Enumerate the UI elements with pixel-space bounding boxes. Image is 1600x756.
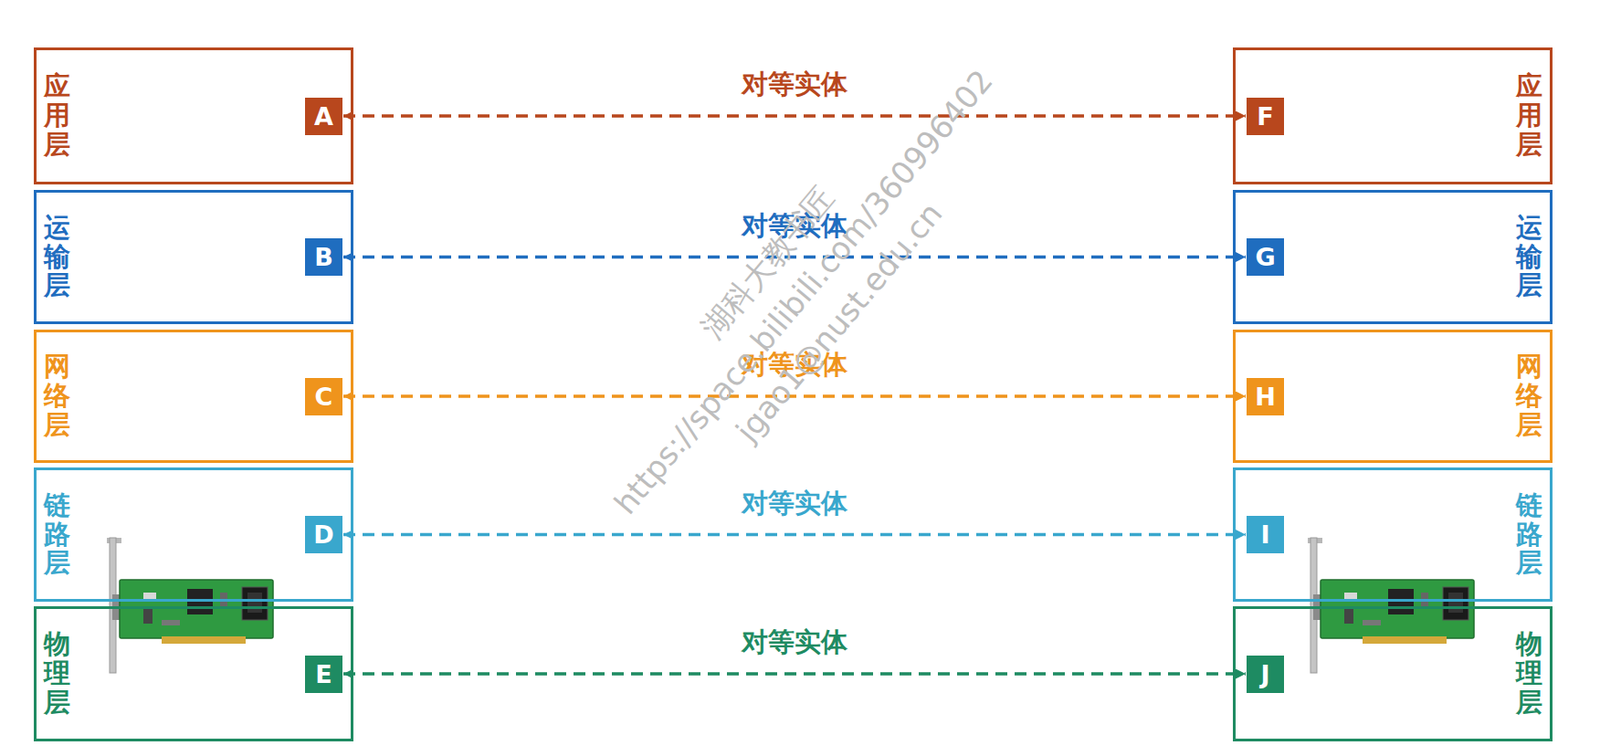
layer-name: 网络层 <box>1515 352 1543 441</box>
layer-box: 运输层 G <box>1232 189 1553 325</box>
layer-name: 运输层 <box>43 213 71 302</box>
entity-badge: A <box>305 97 343 136</box>
edge-label: 对等实体 <box>741 211 848 242</box>
entity-badge: G <box>1246 238 1285 276</box>
peer-connector <box>343 114 1246 118</box>
entity-letter: F <box>1256 104 1274 129</box>
edge-label: 对等实体 <box>741 350 848 380</box>
peer-connector <box>343 533 1246 537</box>
edge-label: 对等实体 <box>741 628 848 658</box>
layer-box: 物理层 E <box>33 606 354 742</box>
entity-letter: D <box>313 522 334 548</box>
layer-box: 应用层 A <box>33 47 354 185</box>
layer-name: 网络层 <box>43 352 71 441</box>
entity-letter: E <box>315 662 332 687</box>
peer-connector <box>343 255 1246 260</box>
watermark-text: 湖科大教书匠 <box>568 30 969 495</box>
edge-label: 对等实体 <box>741 70 848 100</box>
watermark: 湖科大教书匠https://space.bilibili.com/3609964… <box>568 30 1041 556</box>
layer-name: 应用层 <box>1515 72 1543 160</box>
entity-badge: B <box>305 238 343 276</box>
entity-badge: F <box>1246 97 1285 136</box>
entity-badge: I <box>1246 515 1285 554</box>
layer-name: 物理层 <box>43 630 71 718</box>
layer-box: 网络层 C <box>33 329 354 464</box>
entity-badge: J <box>1246 655 1285 694</box>
entity-letter: B <box>314 244 334 270</box>
network-card <box>106 537 274 674</box>
entity-letter: I <box>1260 522 1270 548</box>
entity-badge: C <box>305 378 343 416</box>
entity-letter: G <box>1254 244 1275 270</box>
entity-badge: D <box>305 515 343 554</box>
entity-badge: H <box>1246 378 1285 416</box>
layer-name: 应用层 <box>43 72 71 160</box>
layer-name: 运输层 <box>1515 213 1543 302</box>
network-card <box>1307 537 1474 674</box>
peer-connector <box>343 672 1246 676</box>
entity-letter: A <box>314 104 334 129</box>
layer-name: 链路层 <box>43 491 71 579</box>
layer-box: 应用层 F <box>1232 47 1553 185</box>
entity-letter: H <box>1254 384 1276 410</box>
entity-letter: C <box>315 384 334 410</box>
layer-box: 链路层 D <box>33 467 354 602</box>
edge-label: 对等实体 <box>741 489 848 519</box>
peer-connector <box>343 394 1246 399</box>
entity-letter: J <box>1260 662 1270 687</box>
watermark-text: https://space.bilibili.com/360996402 <box>603 59 1005 525</box>
entity-badge: E <box>305 655 343 694</box>
watermark-text: jgao1@nust.edu.cn <box>639 89 1041 555</box>
layer-box: 物理层 J <box>1232 606 1553 742</box>
layer-name: 链路层 <box>1515 491 1543 579</box>
layer-box: 网络层 H <box>1232 329 1553 464</box>
layer-box: 运输层 B <box>33 189 354 325</box>
layer-box: 链路层 I <box>1232 467 1553 602</box>
layer-name: 物理层 <box>1515 630 1543 718</box>
